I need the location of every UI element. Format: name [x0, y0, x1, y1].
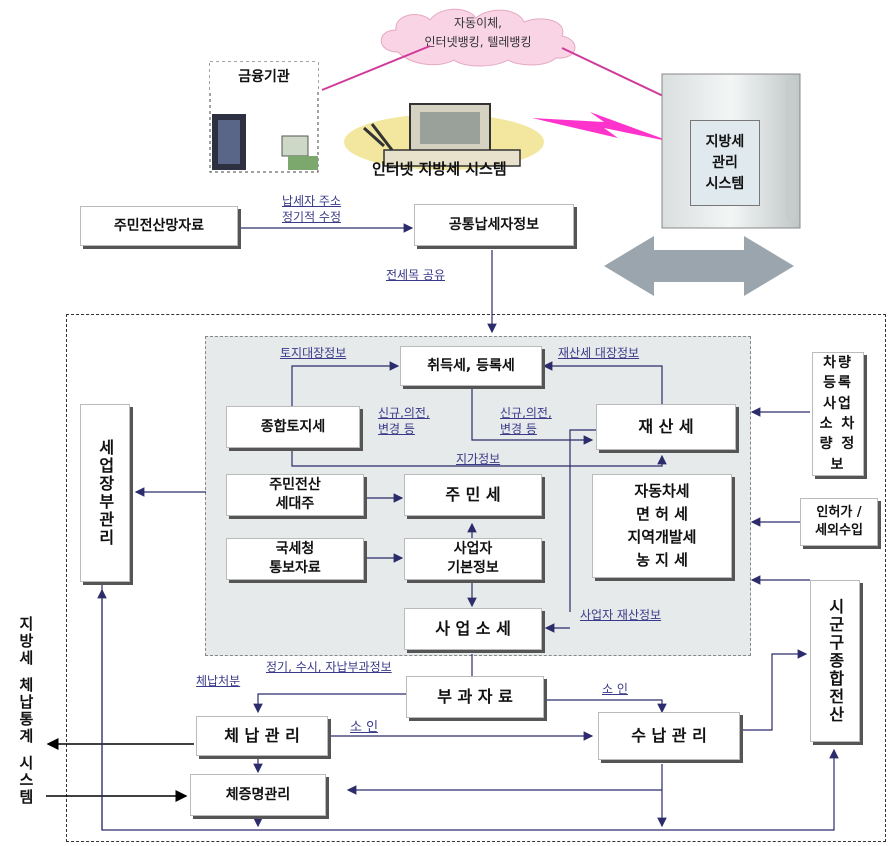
- server-line-3: 시스템: [706, 174, 745, 195]
- permit-line-2: 세외수입: [815, 522, 863, 540]
- business-tax-box[interactable]: 사 업 소 세: [404, 608, 542, 650]
- delinquency-label: 체 납 관 리: [224, 725, 300, 747]
- local-tax-system: 지방세 관리 시스템: [690, 120, 760, 206]
- new-change-b-1: 신규,의전,: [500, 404, 552, 421]
- resident-household-box[interactable]: 주민전산 세대주: [226, 474, 364, 516]
- financial-institution-label: 금융기관: [238, 68, 290, 87]
- nts-report-box[interactable]: 국세청 통보자료: [226, 538, 364, 580]
- resident-tax-label: 주 민 세: [445, 484, 500, 506]
- vehicle-tax-box[interactable]: 자동차세 면 허 세 지역개발세 농 지 세: [592, 474, 732, 578]
- resident-network-box[interactable]: 주민전산망자료: [80, 206, 238, 246]
- business-info-line-1: 사업자: [454, 540, 493, 559]
- collection-label: 수 납 관 리: [631, 725, 707, 747]
- certificate-label: 체증명관리: [226, 786, 290, 805]
- resident-network-label: 주민전산망자료: [114, 217, 204, 236]
- vehicle-tax-line-1: 자동차세: [634, 480, 689, 503]
- vehicle-registration-box[interactable]: 차량 등록 사업소 차량 정보: [812, 352, 864, 476]
- resident-household-line-1: 주민전산: [269, 476, 321, 495]
- vehicle-tax-line-2: 면 허 세: [636, 503, 688, 526]
- server-line-2: 관리: [712, 153, 738, 174]
- common-taxpayer-box[interactable]: 공통납세자정보: [414, 204, 574, 246]
- land-ledger-label: 토지대장정보: [280, 344, 346, 361]
- property-ledger-label: 재산세 대장정보: [558, 344, 639, 361]
- vehicle-tax-line-3: 지역개발세: [627, 526, 696, 549]
- acquisition-tax-label: 취득세, 등록세: [427, 357, 514, 376]
- periodic-label: 정기, 수시, 자납부과정보: [266, 658, 392, 675]
- financial-institution: 금융기관: [210, 62, 318, 92]
- land-tax-label: 종합토지세: [261, 418, 325, 437]
- lawsuit-label-right: 소 인: [602, 680, 628, 697]
- city-admin-box[interactable]: 시군구종합전산: [810, 580, 860, 742]
- biz-property-label: 사업자 재산정보: [580, 606, 661, 623]
- resident-tax-box[interactable]: 주 민 세: [404, 474, 542, 516]
- business-ledger-label: 세업장부관리: [94, 439, 116, 547]
- property-tax-box[interactable]: 재 산 세: [596, 404, 736, 450]
- delinquency-stats-system: 지방세 체납통계 시스템: [10, 616, 40, 806]
- business-tax-label: 사 업 소 세: [435, 618, 511, 640]
- land-value-label: 지가정보: [456, 450, 500, 467]
- property-tax-label: 재 산 세: [638, 416, 693, 438]
- new-change-b-2: 변경 등: [500, 420, 537, 437]
- new-change-a-1: 신규,의전,: [378, 404, 430, 421]
- certificate-box[interactable]: 체증명관리: [190, 774, 326, 816]
- city-admin-label: 시군구종합전산: [824, 598, 846, 724]
- assessment-label: 부 과 자 료: [437, 686, 513, 708]
- vehicle-registration-label: 차량 등록 사업소 차량 정보: [816, 353, 860, 475]
- share-label: 전세목 공유: [386, 266, 445, 283]
- common-taxpayer-label: 공통납세자정보: [449, 216, 539, 235]
- stats-line-3: 시스템: [15, 755, 35, 806]
- business-info-line-2: 기본정보: [447, 559, 499, 578]
- land-tax-box[interactable]: 종합토지세: [226, 406, 360, 448]
- permit-line-1: 인허가 /: [816, 504, 861, 522]
- permit-box[interactable]: 인허가 / 세외수입: [800, 498, 878, 546]
- resident-household-line-2: 세대주: [276, 495, 315, 514]
- edge-label-address: 납세자 주소: [282, 192, 341, 209]
- vehicle-tax-line-4: 농 지 세: [636, 549, 688, 572]
- edge-label-periodic: 정기적 수정: [282, 208, 341, 225]
- new-change-a-2: 변경 등: [378, 420, 415, 437]
- delinquency-action-label: 체납처분: [196, 672, 240, 689]
- server-line-1: 지방세: [706, 132, 745, 153]
- internet-system-label: 인터넷 지방세 시스템: [372, 158, 507, 179]
- stats-line-1: 지방세: [15, 616, 35, 667]
- lawsuit-label-middle: 소 인: [350, 716, 378, 735]
- business-info-box[interactable]: 사업자 기본정보: [404, 538, 542, 580]
- acquisition-tax-box[interactable]: 취득세, 등록세: [400, 346, 542, 386]
- delinquency-box[interactable]: 체 납 관 리: [196, 716, 328, 756]
- stats-line-2: 체납통계: [15, 677, 35, 745]
- collection-box[interactable]: 수 납 관 리: [598, 712, 740, 760]
- business-ledger-box[interactable]: 세업장부관리: [80, 404, 130, 582]
- nts-line-2: 통보자료: [269, 559, 321, 578]
- assessment-box[interactable]: 부 과 자 료: [406, 676, 544, 718]
- nts-line-1: 국세청: [276, 540, 315, 559]
